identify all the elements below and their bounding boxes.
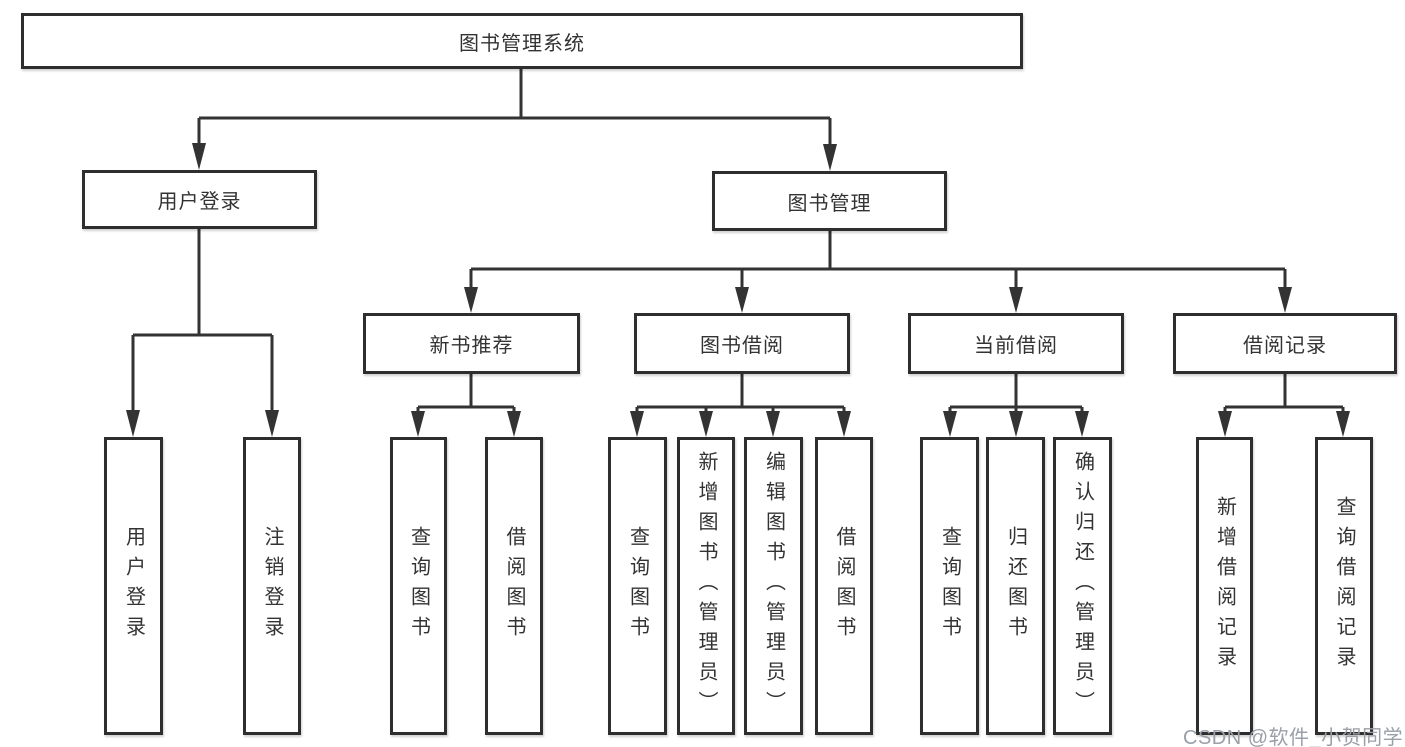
leaf-user-login-label: 用户登录 — [122, 526, 145, 646]
node-book-management: 图书管理 — [712, 171, 947, 231]
leaf-return-book: 归还图书 — [986, 437, 1045, 735]
leaf-borrow-books-label: 借阅图书 — [833, 526, 855, 646]
leaf-add-book-admin-label: 新增图书（管理员） — [695, 451, 717, 721]
leaf-edit-book-admin: 编辑图书（管理员） — [744, 437, 803, 735]
leaf-user-login: 用户登录 — [104, 437, 163, 735]
leaf-query-borrow-record: 查询借阅记录 — [1315, 437, 1373, 735]
node-new-book-recommend-label: 新书推荐 — [429, 335, 514, 357]
node-user-login-label: 用户登录 — [157, 191, 242, 213]
leaf-borrow-books: 借阅图书 — [815, 437, 873, 735]
node-borrow-records: 借阅记录 — [1173, 313, 1397, 374]
node-book-borrow-label: 图书借阅 — [700, 335, 784, 357]
leaf-logout: 注销登录 — [243, 437, 301, 735]
leaf-confirm-return-admin: 确认归还（管理员） — [1053, 437, 1112, 735]
node-borrow-records-label: 借阅记录 — [1243, 335, 1327, 357]
leaf-query-books-current-label: 查询图书 — [938, 526, 961, 646]
leaf-logout-label: 注销登录 — [261, 526, 283, 646]
leaf-return-book-label: 归还图书 — [1004, 526, 1027, 646]
leaf-borrow-books-recommend-label: 借阅图书 — [503, 526, 525, 646]
node-root-label: 图书管理系统 — [459, 32, 585, 55]
leaf-edit-book-admin-label: 编辑图书（管理员） — [762, 451, 785, 721]
leaf-query-books-recommend: 查询图书 — [390, 437, 447, 735]
arrowheads — [126, 143, 1350, 437]
leaf-borrow-books-recommend: 借阅图书 — [485, 437, 543, 735]
leaf-query-books-borrow: 查询图书 — [608, 437, 667, 735]
node-book-management-label: 图书管理 — [787, 192, 872, 215]
leaf-query-books-current: 查询图书 — [920, 437, 979, 735]
node-current-borrow-label: 当前借阅 — [974, 335, 1058, 357]
csdn-watermark: CSDN @软件_小贺同学 — [1183, 727, 1404, 747]
leaf-add-borrow-record-label: 新增借阅记录 — [1213, 496, 1236, 676]
node-current-borrow: 当前借阅 — [908, 313, 1124, 374]
node-book-borrow: 图书借阅 — [634, 313, 850, 374]
node-new-book-recommend: 新书推荐 — [363, 313, 580, 374]
node-root-library-system: 图书管理系统 — [21, 13, 1023, 69]
leaf-query-borrow-record-label: 查询借阅记录 — [1333, 496, 1355, 676]
leaf-confirm-return-admin-label: 确认归还（管理员） — [1071, 451, 1094, 721]
leaf-query-books-borrow-label: 查询图书 — [626, 526, 649, 646]
node-user-login: 用户登录 — [82, 170, 317, 229]
leaf-query-books-recommend-label: 查询图书 — [407, 526, 430, 646]
leaf-add-book-admin: 新增图书（管理员） — [677, 437, 735, 735]
leaf-add-borrow-record: 新增借阅记录 — [1196, 437, 1253, 735]
